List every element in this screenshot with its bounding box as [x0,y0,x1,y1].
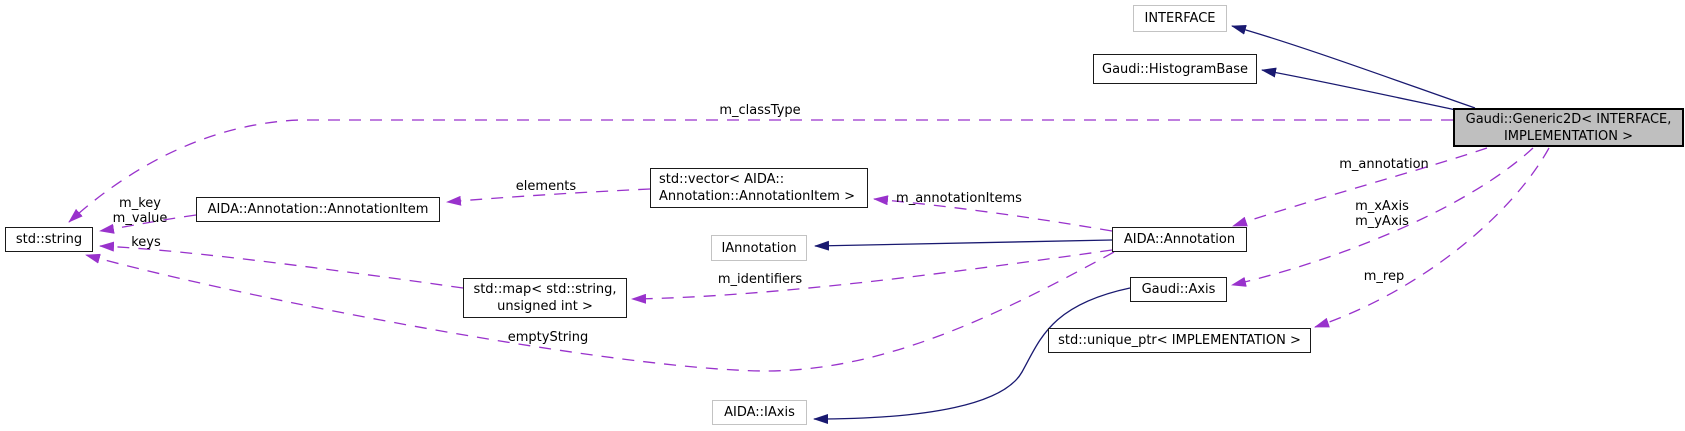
class-node-unique-ptr[interactable]: std::unique_ptr< IMPLEMENTATION > [1048,328,1311,353]
class-node-generic2d: Gaudi::Generic2D< INTERFACE, IMPLEMENTAT… [1453,108,1684,147]
edge-m-key-m-value [99,214,197,234]
edge-annotation-iannotation [814,239,1113,251]
edge-label-m-xaxis-m-yaxis: m_xAxis m_yAxis [1340,199,1424,229]
class-node-map-label-line1: std::map< std::string, [473,282,617,297]
class-node-vector-label-line2: Annotation::AnnotationItem > [659,189,855,204]
class-node-iaxis-label: AIDA::IAxis [724,405,795,420]
edge-label-m-annotation: m_annotation [1339,157,1429,172]
class-node-iaxis: AIDA::IAxis [712,400,807,425]
class-node-vector-annotation-item[interactable]: std::vector< AIDA:: Annotation::Annotati… [650,168,868,208]
class-node-histogram-base-label: Gaudi::HistogramBase [1102,61,1248,77]
edge-m-xaxis-m-yaxis [1231,147,1534,287]
class-node-map-string-uint[interactable]: std::map< std::string, unsigned int > [463,278,627,318]
class-node-axis-label: Gaudi::Axis [1141,282,1216,297]
edge-m-identifiers [631,249,1113,304]
class-node-annotation[interactable]: AIDA::Annotation [1112,227,1247,252]
edge-label-m-key-m-value: m_key m_value [104,196,176,226]
class-node-std-string-label: std::string [15,232,83,247]
edge-label-m-yaxis: m_yAxis [1355,214,1409,229]
class-node-interface-label: INTERFACE [1144,11,1216,26]
edge-m-classtype [68,119,1453,223]
edge-label-m-xaxis: m_xAxis [1355,199,1409,214]
edge-label-m-rep: m_rep [1363,269,1405,284]
edge-label-m-classtype: m_classType [719,103,801,118]
class-node-vector-label-line1: std::vector< AIDA:: [659,172,785,187]
class-node-histogram-base[interactable]: Gaudi::HistogramBase [1093,54,1257,84]
edge-label-m-annotationitems: m_annotationItems [896,191,1022,206]
edge-label-elements: elements [515,179,577,194]
edge-m-rep [1314,147,1550,328]
class-node-map-label-line2: unsigned int > [497,299,593,314]
edge-emptystring [85,251,1115,372]
class-node-axis[interactable]: Gaudi::Axis [1130,277,1227,302]
class-node-annotation-label: AIDA::Annotation [1123,232,1236,247]
edge-label-keys: keys [131,235,161,250]
edge-label-m-identifiers: m_identifiers [717,272,803,287]
edge-elements [446,188,651,206]
class-node-generic2d-label-line1: Gaudi::Generic2D< INTERFACE, [1465,111,1672,127]
edge-m-annotationitems [873,195,1113,232]
class-node-unique-ptr-label: std::unique_ptr< IMPLEMENTATION > [1058,333,1301,348]
class-node-generic2d-label-line2: IMPLEMENTATION > [1503,128,1634,144]
edge-m-annotation [1232,147,1488,227]
edge-label-m-key: m_key [119,196,161,211]
edge-generic2d-histogrambase [1261,67,1457,111]
edge-generic2d-interface [1231,24,1476,109]
class-node-annotation-item-label: AIDA::Annotation::AnnotationItem [207,202,429,217]
edge-axis-iaxis [813,287,1131,424]
class-node-interface: INTERFACE [1133,5,1227,32]
edge-label-emptystring: emptyString [507,330,589,345]
class-node-annotation-item[interactable]: AIDA::Annotation::AnnotationItem [196,197,440,222]
class-node-iannotation: IAnnotation [711,235,807,261]
edge-keys [99,241,464,289]
class-node-iannotation-label: IAnnotation [721,240,797,256]
edge-label-m-value: m_value [112,211,168,226]
class-node-std-string[interactable]: std::string [5,227,93,252]
